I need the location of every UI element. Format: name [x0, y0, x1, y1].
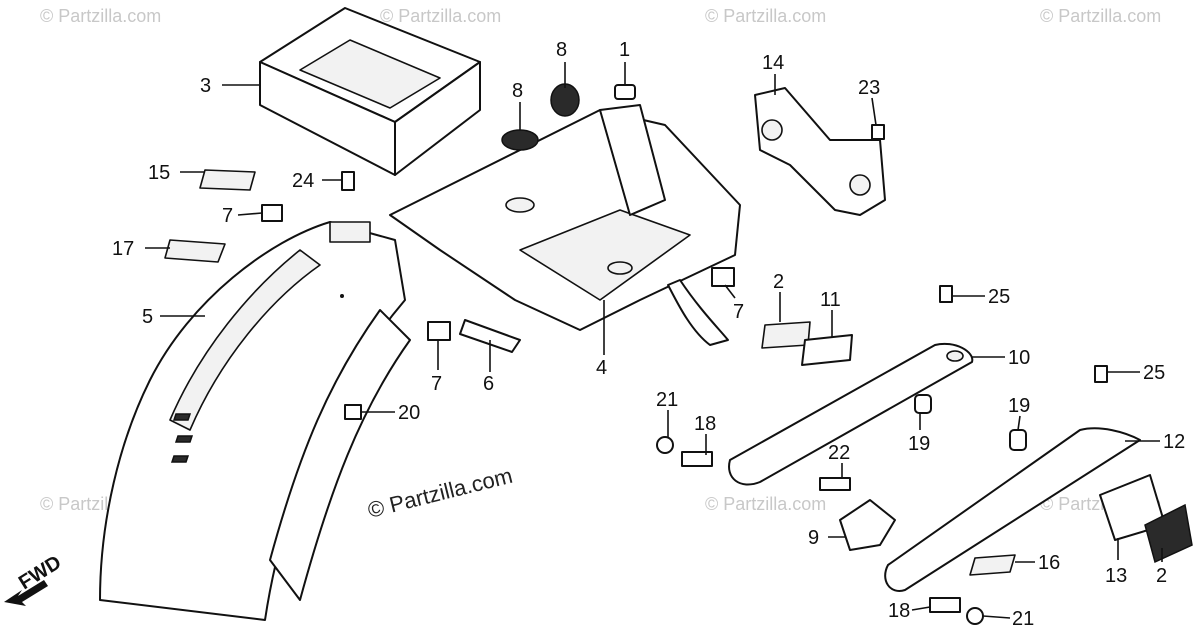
- part-6-strap: [459, 319, 521, 353]
- leader-lines: [145, 62, 1163, 619]
- callout-24: 24: [292, 170, 314, 192]
- callout-21: 21: [1012, 608, 1034, 630]
- callout-13: 13: [1105, 565, 1127, 587]
- part-18-bolt-a: [681, 451, 713, 467]
- part-7-clip-c: [711, 267, 735, 287]
- callout-6: 6: [483, 373, 494, 395]
- callouts: 3 8 1 8 14 23 15 24 7 17 5 4 7 6 7 20 2 …: [112, 39, 1185, 630]
- callout-15: 15: [148, 162, 170, 184]
- watermark: © Partzilla.com: [40, 6, 161, 26]
- fwd-arrow-icon: [4, 580, 48, 606]
- callout-20: 20: [398, 402, 420, 424]
- part-21-nut-a: [656, 436, 674, 454]
- callout-10: 10: [1008, 347, 1030, 369]
- watermark-main: © Partzilla.com: [365, 463, 515, 523]
- callout-18: 18: [694, 413, 716, 435]
- part-10-step-bar: [728, 342, 974, 486]
- callout-3: 3: [200, 75, 211, 97]
- part-16-label: [969, 554, 1016, 576]
- part-9-stopper: [839, 499, 896, 551]
- part-21-nut-b: [966, 607, 984, 625]
- callout-8: 8: [512, 80, 523, 102]
- callout-17: 17: [112, 238, 134, 260]
- part-1-nut: [614, 84, 636, 100]
- callout-22: 22: [828, 442, 850, 464]
- callout-19: 19: [908, 433, 930, 455]
- part-4-frame: [389, 104, 741, 346]
- part-14-plate: [754, 87, 886, 216]
- callout-4: 4: [596, 357, 607, 379]
- part-12-step-bar: [884, 427, 1141, 592]
- part-3-tray: [259, 7, 481, 176]
- callout-8: 8: [556, 39, 567, 61]
- callout-14: 14: [762, 52, 784, 74]
- callout-7: 7: [733, 301, 744, 323]
- part-2-pad-lower: [1144, 503, 1193, 564]
- part-8-grommet-lower: [501, 129, 539, 151]
- callout-1: 1: [619, 39, 630, 61]
- part-7-clip-b: [427, 321, 451, 341]
- callout-18: 18: [888, 600, 910, 622]
- part-15-label: [199, 169, 256, 191]
- part-22-bolt: [819, 477, 851, 491]
- part-19-bushing-a: [914, 394, 932, 414]
- part-18-bolt-b: [929, 597, 961, 613]
- callout-25: 25: [988, 286, 1010, 308]
- watermark: © Partzilla.com: [380, 6, 501, 26]
- part-20-nut: [344, 404, 362, 420]
- callout-25: 25: [1143, 362, 1165, 384]
- callout-11: 11: [820, 289, 841, 311]
- part-24-bolt: [341, 171, 355, 191]
- callout-12: 12: [1163, 431, 1185, 453]
- part-17-label: [164, 239, 226, 263]
- part-25-bolt-a: [939, 285, 953, 303]
- part-8-grommet: [550, 83, 580, 117]
- part-2-pad: [761, 321, 811, 349]
- part-23-bolt: [871, 124, 885, 140]
- watermark: © Partzilla.com: [1040, 6, 1161, 26]
- callout-2: 2: [1156, 565, 1167, 587]
- callout-2: 2: [773, 271, 784, 293]
- part-7-clip-a: [261, 204, 283, 222]
- part-19-bushing-b: [1009, 429, 1027, 451]
- callout-9: 9: [808, 527, 819, 549]
- watermark: © Partzilla.com: [705, 6, 826, 26]
- callout-21: 21: [656, 389, 678, 411]
- part-5-rear-fender: [99, 221, 411, 621]
- callout-5: 5: [142, 306, 153, 328]
- callout-23: 23: [858, 77, 880, 99]
- callout-19: 19: [1008, 395, 1030, 417]
- part-25-bolt-b: [1094, 365, 1108, 383]
- part-11-pad: [801, 334, 853, 366]
- callout-7: 7: [222, 205, 233, 227]
- watermark: © Partzilla.com: [705, 494, 826, 514]
- callout-7: 7: [431, 373, 442, 395]
- callout-16: 16: [1038, 552, 1060, 574]
